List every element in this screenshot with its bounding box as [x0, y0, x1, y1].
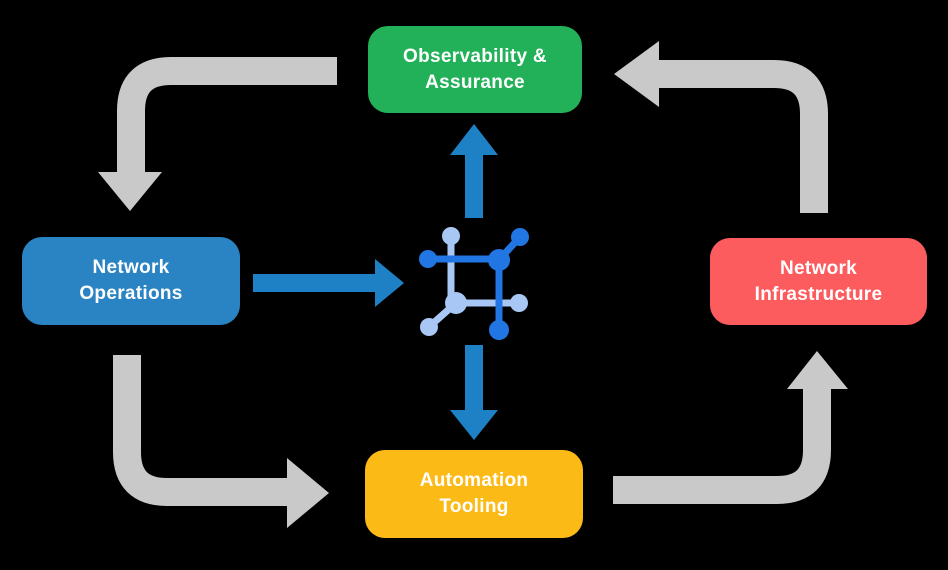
- arrow-operations-to-tooling: [113, 355, 329, 528]
- node-label-line: Assurance: [425, 71, 525, 93]
- node-label-line: Tooling: [439, 496, 509, 517]
- arrow-platform-to-assurance: [450, 124, 498, 218]
- arrow-platform-to-tooling: [450, 345, 498, 440]
- node-label-line: Network: [779, 257, 858, 279]
- arrow-assurance-to-operations: [98, 57, 337, 211]
- network-automation-icon: [419, 227, 529, 340]
- node-automation-tooling: Automation Tooling: [365, 450, 583, 538]
- node-observability-assurance: Observability & Assurance: [368, 26, 582, 113]
- node-label-line: Automation: [419, 470, 529, 491]
- node-network-infrastructure: Network Infrastructure: [710, 238, 927, 325]
- node-label-line: Network: [92, 257, 170, 278]
- network-icon-dark-layer: [419, 228, 529, 340]
- arrow-tooling-to-infrastructure: [613, 351, 848, 504]
- node-label-line: Operations: [79, 283, 183, 304]
- arrow-operations-to-platform: [253, 259, 404, 307]
- node-label-line: Infrastructure: [754, 283, 883, 305]
- node-network-operations: Network Operations: [22, 237, 240, 325]
- network-icon-light-layer: [420, 227, 528, 336]
- node-label-line: Observability &: [403, 45, 547, 67]
- arrow-infrastructure-to-assurance: [614, 41, 828, 213]
